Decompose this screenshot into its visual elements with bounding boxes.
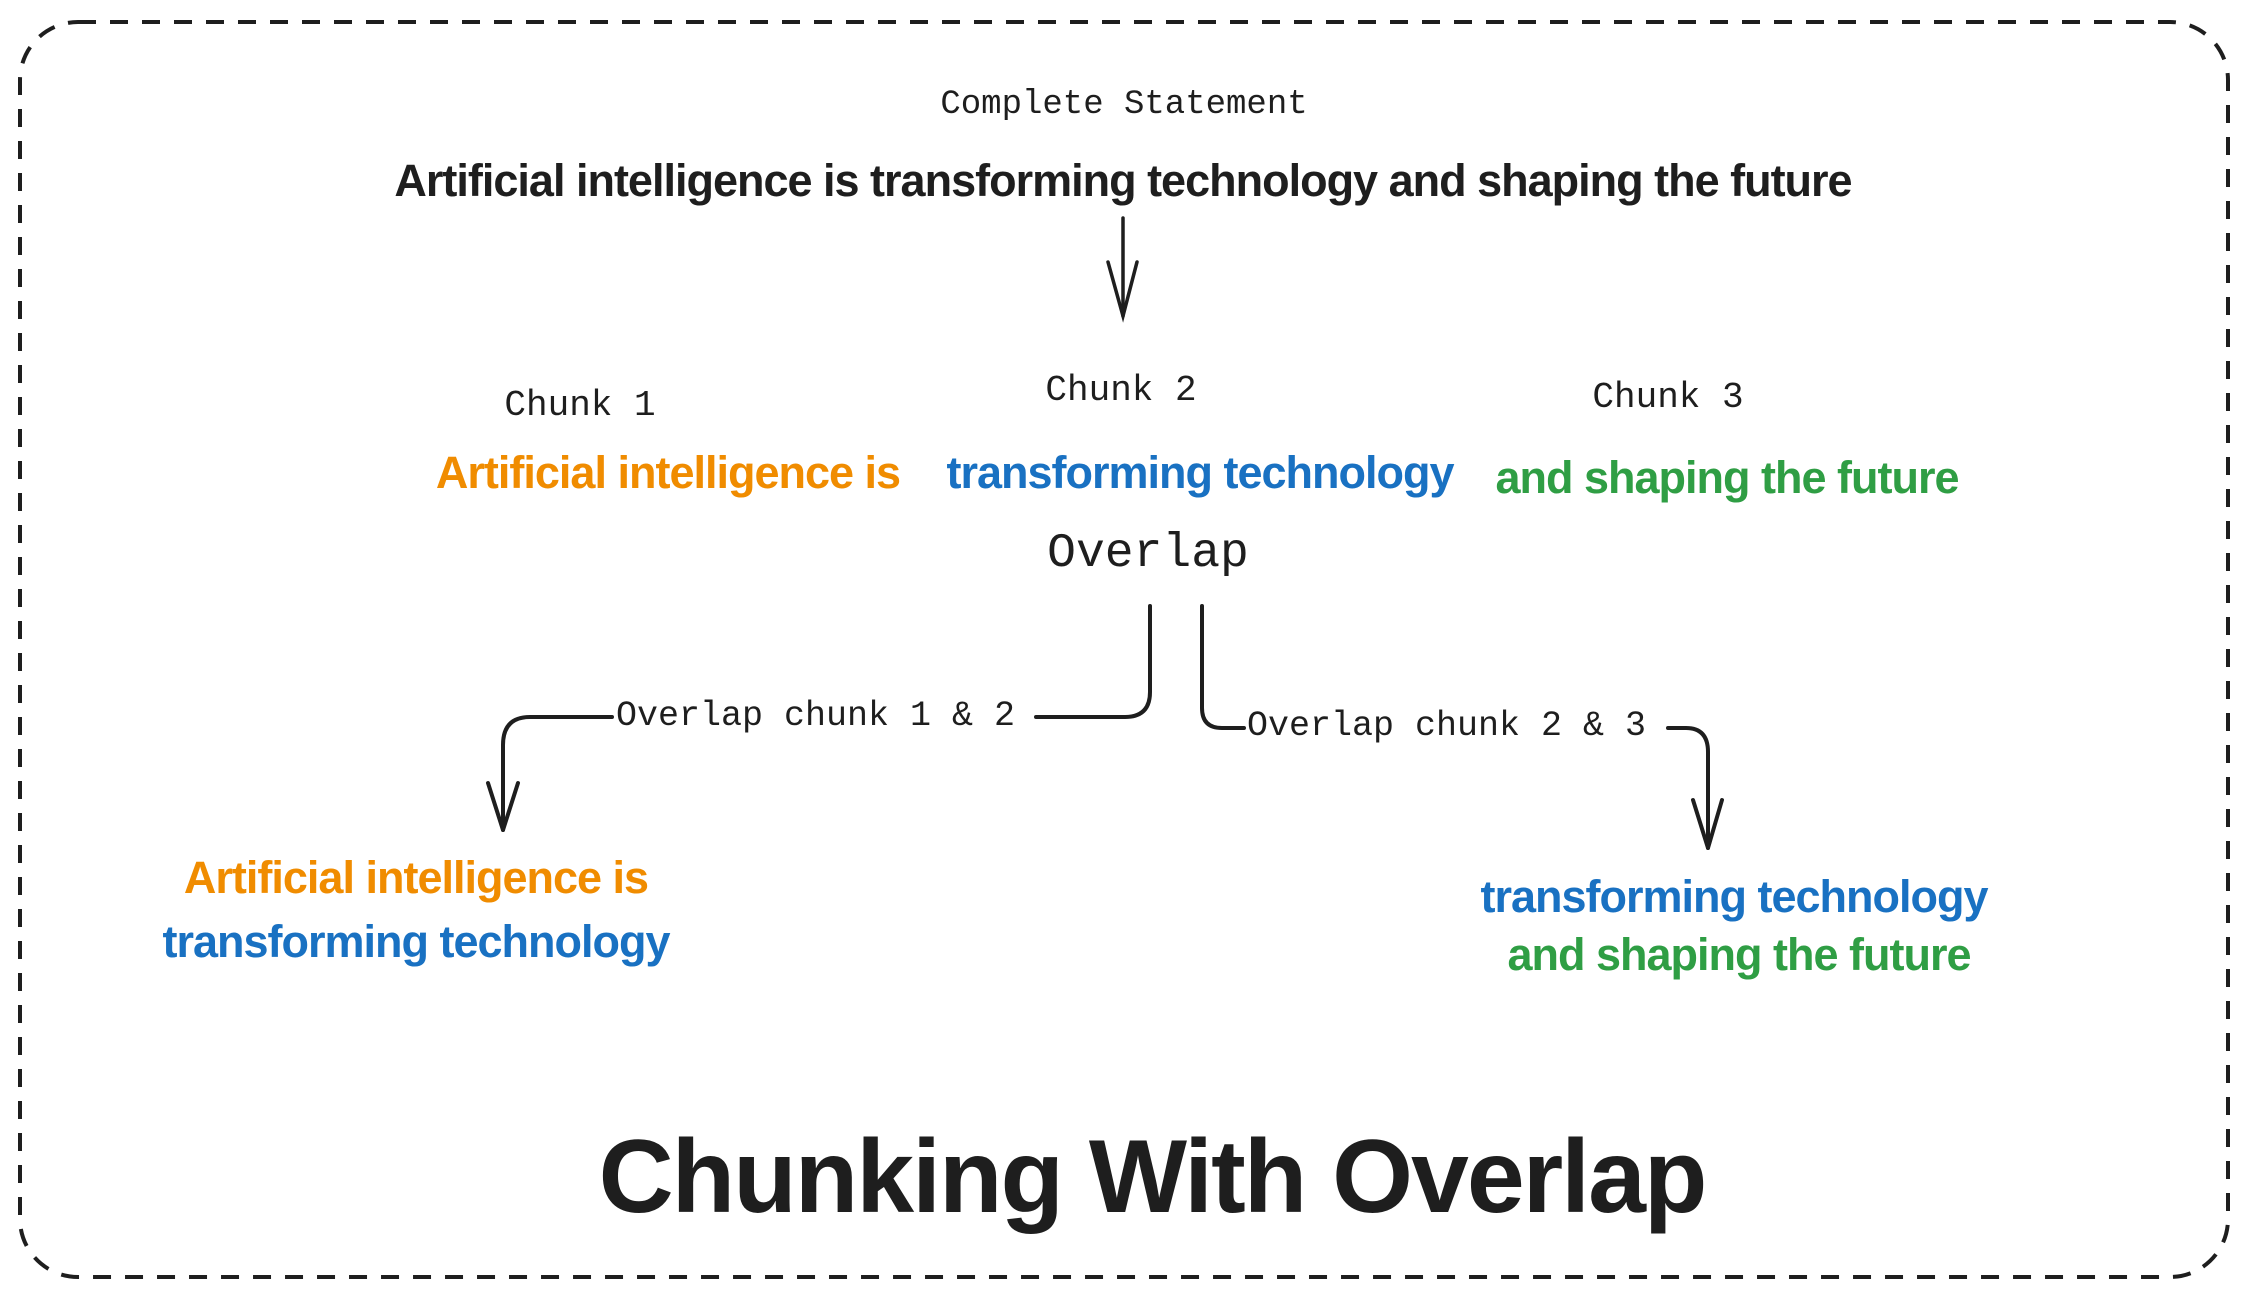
overlap-label: Overlap — [1047, 527, 1249, 581]
overlap-2-3-result-line-2: and shaping the future — [1507, 929, 1971, 980]
chunk-3-label: Chunk 3 — [1592, 377, 1744, 418]
overlap-1-2-label: Overlap chunk 1 & 2 — [616, 696, 1016, 736]
chunk-2-text: transforming technology — [946, 447, 1454, 498]
overlap-1-2-result-line-2: transforming technology — [162, 916, 670, 967]
overlap-2-3-label: Overlap chunk 2 & 3 — [1247, 706, 1647, 746]
chunk-3-text: and shaping the future — [1495, 452, 1959, 503]
dashed-frame — [18, 20, 2230, 1279]
overlap-1-2-connector-arrow-icon — [486, 604, 1152, 832]
chunk-2-label: Chunk 2 — [1045, 370, 1197, 411]
diagram-title: Chunking With Overlap — [598, 1119, 1708, 1235]
overlap-2-3-result-line-1: transforming technology — [1480, 871, 1988, 922]
overlap-1-2-result-line-1: Artificial intelligence is — [183, 852, 649, 903]
chunk-1-label: Chunk 1 — [504, 385, 656, 426]
complete-statement-text: Artificial intelligence is transforming … — [394, 155, 1852, 206]
overlap-2-3-connector-arrow-icon — [1200, 604, 1724, 850]
arrow-down-icon — [1106, 216, 1139, 323]
complete-statement-label: Complete Statement — [940, 86, 1308, 124]
chunk-1-text: Artificial intelligence is — [435, 447, 901, 498]
